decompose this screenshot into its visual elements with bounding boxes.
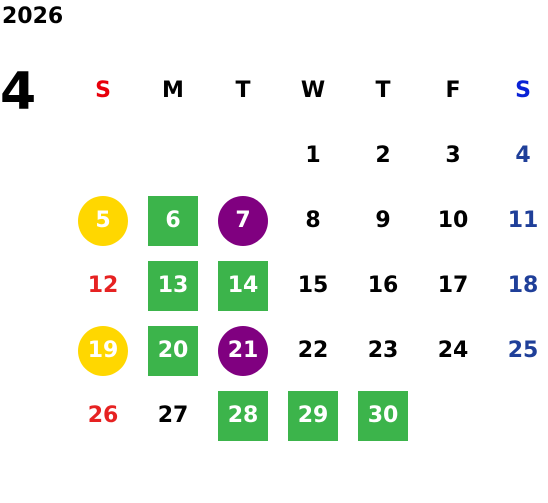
day-cell[interactable]: 6 [138, 188, 208, 253]
day-number: 4 [515, 143, 531, 168]
day-number: 27 [157, 403, 189, 428]
weekday-header: T [235, 78, 251, 103]
weekday-header: S [95, 78, 111, 103]
day-number: 8 [305, 208, 321, 233]
day-number: 11 [507, 208, 539, 233]
day-number: 9 [375, 208, 391, 233]
day-number: 16 [367, 273, 399, 298]
day-cell[interactable]: 11 [488, 188, 548, 253]
day-cell[interactable]: 21 [208, 318, 278, 383]
day-number: 18 [507, 273, 539, 298]
day-cell[interactable]: 20 [138, 318, 208, 383]
weekday-header: T [375, 78, 391, 103]
day-cell[interactable]: 26 [68, 383, 138, 448]
empty-day-cell [488, 383, 548, 448]
weekday-header: S [515, 78, 531, 103]
weekday-header: M [162, 78, 184, 103]
day-circle-marker: 19 [78, 325, 128, 376]
day-cell[interactable]: 5 [68, 188, 138, 253]
day-number: 24 [437, 338, 469, 363]
day-number: 22 [297, 338, 329, 363]
day-cell[interactable]: 3 [418, 123, 488, 188]
day-square-marker: 28 [218, 390, 268, 441]
day-cell[interactable]: 25 [488, 318, 548, 383]
day-cell[interactable]: 1 [278, 123, 348, 188]
day-circle-marker: 7 [218, 195, 268, 246]
weekday-header: W [300, 78, 326, 103]
day-cell[interactable]: 29 [278, 383, 348, 448]
day-cell[interactable]: 18 [488, 253, 548, 318]
day-square-marker: 14 [218, 260, 268, 311]
day-number: 1 [305, 143, 321, 168]
day-square-marker: 6 [148, 195, 198, 246]
day-cell[interactable]: 16 [348, 253, 418, 318]
day-cell[interactable]: 19 [68, 318, 138, 383]
day-number: 15 [297, 273, 329, 298]
day-number: 25 [507, 338, 539, 363]
day-cell[interactable]: 12 [68, 253, 138, 318]
empty-day-cell [68, 123, 138, 188]
day-cell[interactable]: 24 [418, 318, 488, 383]
calendar-month: 4 [0, 62, 37, 122]
day-cell[interactable]: 23 [348, 318, 418, 383]
day-square-marker: 29 [288, 390, 338, 441]
day-cell[interactable]: 27 [138, 383, 208, 448]
day-cell[interactable]: 15 [278, 253, 348, 318]
day-number: 3 [445, 143, 461, 168]
day-cell[interactable]: 9 [348, 188, 418, 253]
day-number: 12 [87, 273, 119, 298]
day-cell[interactable]: 22 [278, 318, 348, 383]
day-square-marker: 13 [148, 260, 198, 311]
day-cell[interactable]: 4 [488, 123, 548, 188]
day-number: 17 [437, 273, 469, 298]
empty-day-cell [138, 123, 208, 188]
calendar-year: 2026 [2, 4, 64, 29]
day-cell[interactable]: 7 [208, 188, 278, 253]
weekday-header: F [445, 78, 461, 103]
day-cell[interactable]: 28 [208, 383, 278, 448]
day-number: 2 [375, 143, 391, 168]
day-cell[interactable]: 8 [278, 188, 348, 253]
day-cell[interactable]: 17 [418, 253, 488, 318]
day-cell[interactable]: 13 [138, 253, 208, 318]
day-square-marker: 30 [358, 390, 408, 441]
day-cell[interactable]: 10 [418, 188, 488, 253]
day-cell[interactable]: 14 [208, 253, 278, 318]
day-number: 26 [87, 403, 119, 428]
day-circle-marker: 21 [218, 325, 268, 376]
day-number: 23 [367, 338, 399, 363]
day-cell[interactable]: 30 [348, 383, 418, 448]
day-square-marker: 20 [148, 325, 198, 376]
day-cell[interactable]: 2 [348, 123, 418, 188]
day-number: 10 [437, 208, 469, 233]
day-circle-marker: 5 [78, 195, 128, 246]
empty-day-cell [208, 123, 278, 188]
empty-day-cell [418, 383, 488, 448]
